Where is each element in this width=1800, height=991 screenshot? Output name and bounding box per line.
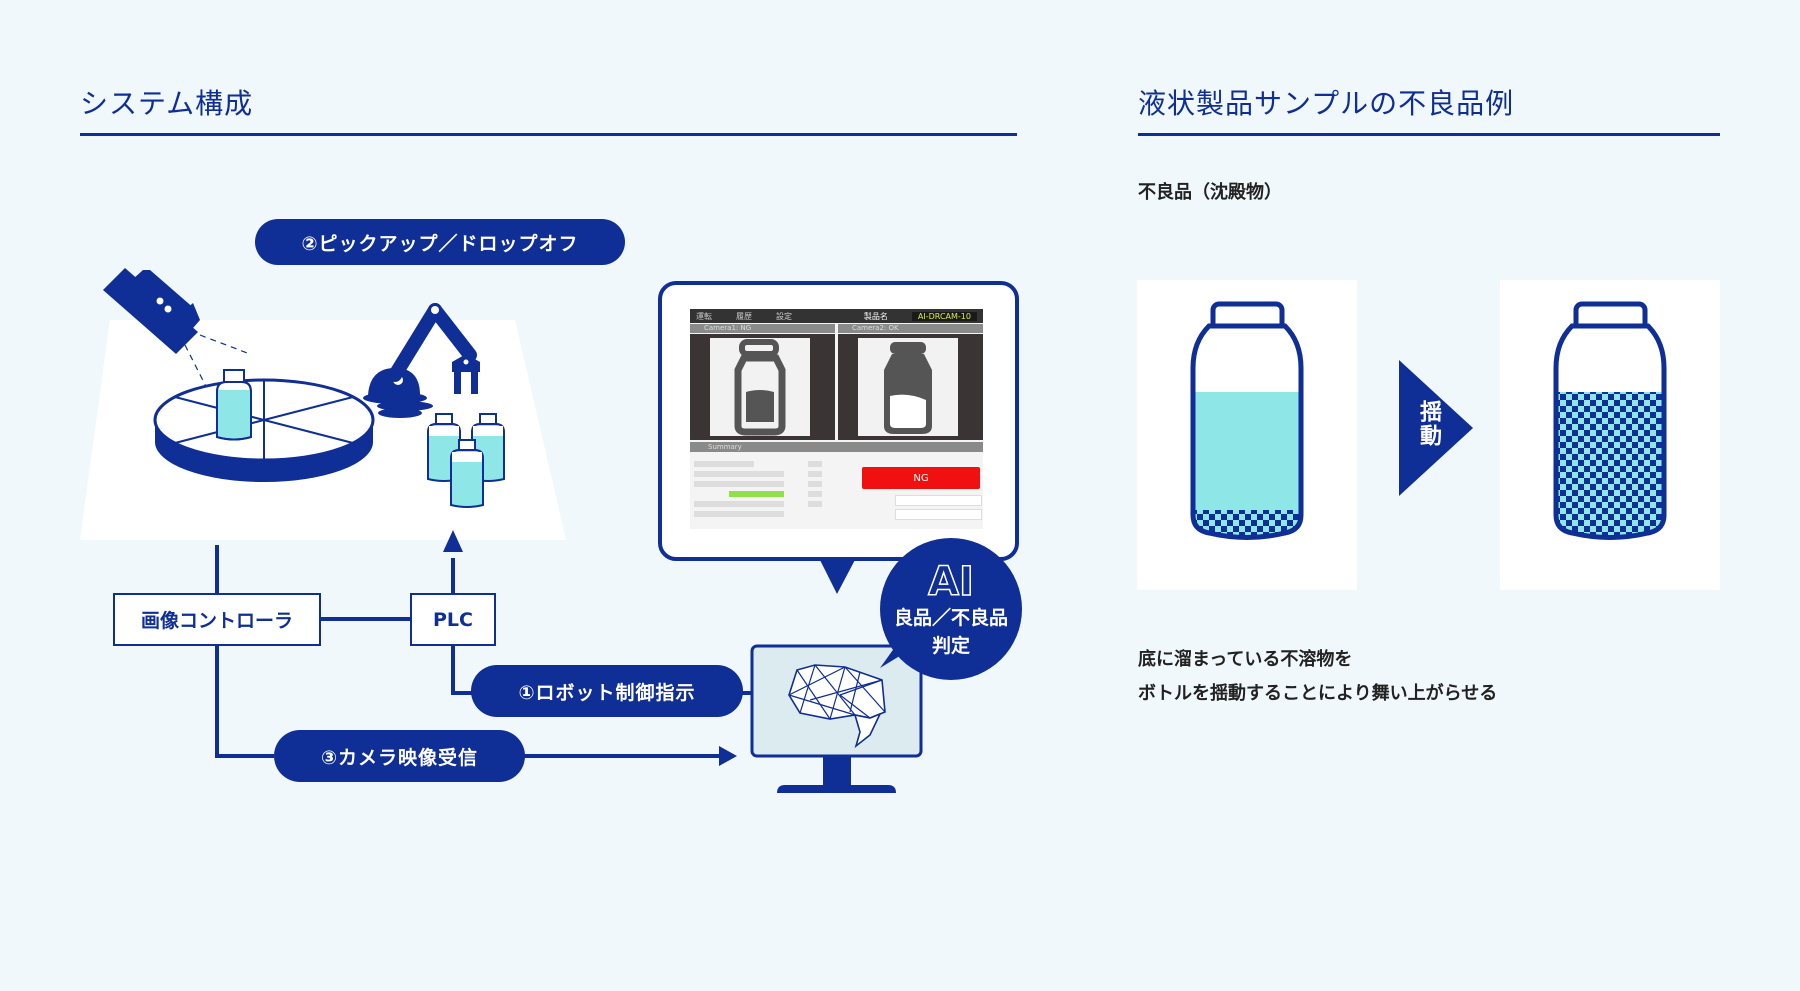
connector-lines bbox=[215, 545, 751, 758]
summary-counts-block bbox=[808, 457, 848, 521]
description-line: ボトルを揺動することにより舞い上がらせる bbox=[1138, 683, 1498, 704]
result-badge: NG bbox=[862, 467, 980, 489]
camera1-bottle-icon bbox=[734, 339, 786, 436]
ai-bubble-tail bbox=[880, 640, 916, 668]
pickup-dropoff-label: ②ピックアップ／ドロップオフ bbox=[255, 219, 625, 265]
ai-judgement-bubble: AI 良品／不良品 判定 bbox=[880, 538, 1022, 680]
image-controller-node: 画像コントローラ bbox=[113, 593, 321, 646]
description-line: 底に溜まっている不溶物を bbox=[1138, 649, 1353, 670]
brain-icon bbox=[788, 664, 886, 749]
camera-feed-arrow bbox=[719, 746, 737, 766]
bottle-on-turntable-icon bbox=[216, 369, 252, 441]
callout-tail bbox=[818, 556, 857, 594]
camera-receive-label: ③カメラ映像受信 bbox=[274, 730, 525, 782]
plc-node: PLC bbox=[410, 593, 496, 646]
screen-menu-item: 運転 bbox=[696, 311, 712, 321]
ai-line1: 良品／不良品 bbox=[893, 607, 1008, 629]
robot-arm-icon bbox=[363, 303, 480, 418]
screen-product-label: 製品名 bbox=[863, 311, 888, 321]
dispersed-bottle-icon bbox=[1553, 301, 1667, 540]
defect-example-title: 液状製品サンプルの不良品例 bbox=[1138, 87, 1515, 120]
inspection-screen-callout: 運転 履歴 設定 製品名 AI-DRCAM-10 Camera1: NG Cam… bbox=[658, 281, 1019, 561]
screen-menu-item: 設定 bbox=[776, 311, 792, 321]
camera2-header: Camera2: OK bbox=[838, 324, 983, 333]
camera2-bottle-icon bbox=[884, 342, 932, 434]
camera-icon bbox=[103, 268, 251, 419]
bottle-group-icon bbox=[427, 413, 505, 508]
screen-menu-item: 履歴 bbox=[736, 311, 752, 321]
shake-label: 揺動 bbox=[1416, 400, 1441, 448]
camera-views bbox=[690, 334, 983, 440]
plc-up-arrow bbox=[443, 530, 463, 552]
inspection-screen: 運転 履歴 設定 製品名 AI-DRCAM-10 Camera1: NG Cam… bbox=[690, 309, 983, 529]
system-diagram bbox=[80, 268, 923, 793]
screen-field bbox=[895, 495, 982, 506]
after-shaking-panel bbox=[1500, 280, 1720, 590]
progress-bar bbox=[729, 491, 784, 497]
before-shaking-panel bbox=[1137, 280, 1357, 590]
defect-subtitle: 不良品（沈殿物） bbox=[1138, 182, 1282, 203]
summary-header: Summary bbox=[690, 442, 983, 452]
turntable-icon bbox=[153, 378, 375, 482]
system-config-rule bbox=[80, 133, 1017, 136]
sediment-bottle-icon bbox=[1190, 301, 1304, 540]
ai-title: AI bbox=[927, 559, 974, 605]
screen-field bbox=[895, 509, 982, 520]
defect-example-rule bbox=[1138, 133, 1720, 136]
screen-product-value: AI-DRCAM-10 bbox=[911, 311, 977, 321]
ai-line2: 判定 bbox=[931, 635, 970, 657]
camera1-header: Camera1: NG bbox=[690, 324, 835, 333]
robot-control-label: ①ロボット制御指示 bbox=[471, 665, 743, 717]
screen-menu-bar: 運転 履歴 設定 製品名 AI-DRCAM-10 bbox=[690, 309, 983, 323]
shake-arrow-icon bbox=[1399, 360, 1473, 496]
defect-description: 底に溜まっている不溶物を ボトルを揺動することにより舞い上がらせる bbox=[1138, 643, 1497, 711]
summary-info-block bbox=[694, 457, 794, 521]
system-config-title: システム構成 bbox=[80, 87, 254, 120]
